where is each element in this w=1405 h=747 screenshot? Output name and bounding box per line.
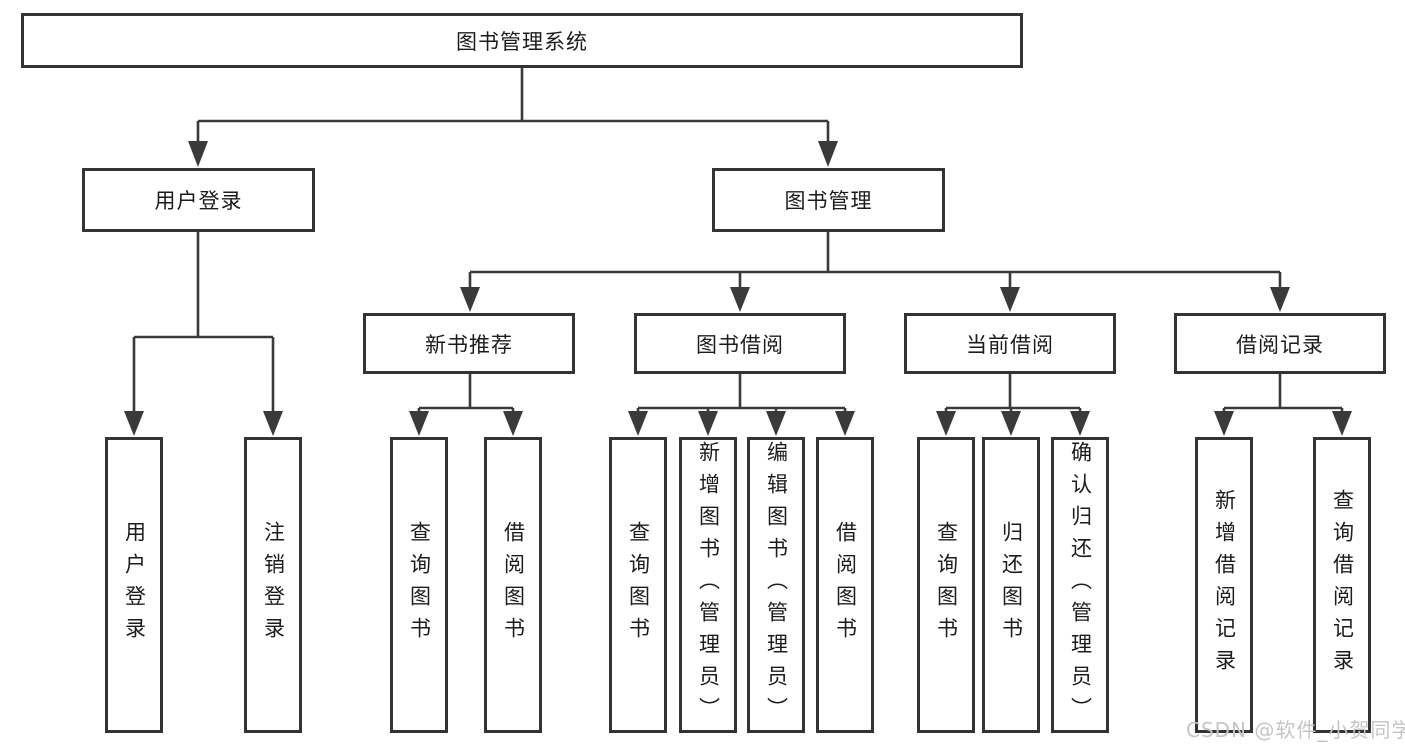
leaf-records-query-borrow-record: 查询借阅记录 (1313, 437, 1371, 733)
leaf-borrowing-add-books-admin: 新增图书（管理员） (679, 437, 737, 733)
node-label: 查询图书 (934, 521, 959, 649)
node-label: 编辑图书（管理员） (764, 441, 789, 729)
csdn-watermark: CSDN @软件_小贺同学 (1186, 718, 1405, 742)
node-label: 确认归还（管理员） (1068, 441, 1093, 729)
node-root-library-management-system: 图书管理系统 (21, 13, 1023, 68)
node-user-login: 用户登录 (82, 168, 315, 232)
node-book-borrowing: 图书借阅 (634, 313, 846, 374)
node-label: 新增图书（管理员） (696, 441, 721, 729)
leaf-user-login: 用户登录 (105, 437, 163, 733)
node-label: 借阅图书 (833, 521, 858, 649)
node-label: 图书借阅 (696, 332, 784, 357)
leaf-records-add-borrow-record: 新增借阅记录 (1195, 437, 1253, 733)
leaf-current-query-books: 查询图书 (917, 437, 975, 733)
node-label: 注销登录 (261, 521, 286, 649)
leaf-current-confirm-return-admin: 确认归还（管理员） (1051, 437, 1109, 733)
node-label: 查询借阅记录 (1330, 489, 1355, 681)
node-label: 查询图书 (407, 521, 432, 649)
leaf-borrowing-edit-books-admin: 编辑图书（管理员） (747, 437, 805, 733)
leaf-newbook-query-books: 查询图书 (390, 437, 448, 733)
node-borrowing-records: 借阅记录 (1174, 313, 1386, 374)
leaf-current-return-books: 归还图书 (982, 437, 1040, 733)
node-current-borrowing: 当前借阅 (904, 313, 1116, 374)
leaf-logout-login: 注销登录 (244, 437, 302, 733)
node-label: 新增借阅记录 (1212, 489, 1237, 681)
node-new-book-recommendation: 新书推荐 (363, 313, 575, 374)
leaf-newbook-borrow-books: 借阅图书 (484, 437, 542, 733)
node-label: 图书管理 (784, 189, 873, 213)
node-label: 查询图书 (626, 521, 651, 649)
node-label: 新书推荐 (425, 332, 513, 357)
node-book-management: 图书管理 (712, 168, 945, 232)
node-label: 借阅记录 (1236, 332, 1324, 357)
node-label: 归还图书 (999, 521, 1024, 649)
node-label: 图书管理系统 (456, 29, 588, 54)
leaf-borrowing-borrow-books: 借阅图书 (816, 437, 874, 733)
leaf-borrowing-query-books: 查询图书 (609, 437, 667, 733)
node-label: 用户登录 (154, 189, 243, 213)
node-label: 用户登录 (122, 521, 147, 649)
node-label: 当前借阅 (966, 332, 1054, 357)
node-label: 借阅图书 (501, 521, 526, 649)
